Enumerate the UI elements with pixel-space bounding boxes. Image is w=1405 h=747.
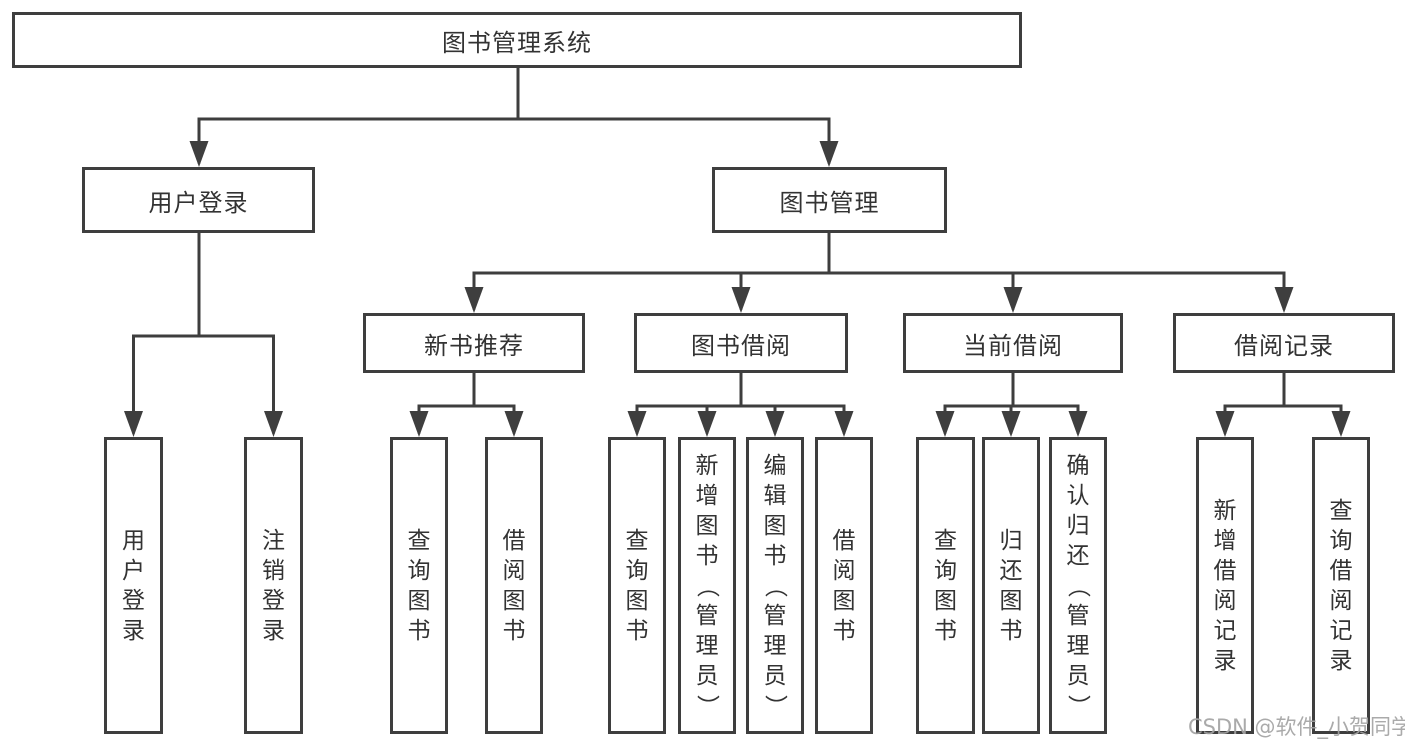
node-book-borrow: 图书借阅 bbox=[634, 313, 848, 373]
node-new-book-recommend: 新书推荐 bbox=[363, 313, 585, 373]
node-label: 归还图书 bbox=[999, 527, 1023, 644]
node-current-borrow: 当前借阅 bbox=[903, 313, 1123, 373]
node-label: 查询借阅记录 bbox=[1329, 497, 1353, 674]
leaf-add-borrow-record: 新增借阅记录 bbox=[1196, 437, 1254, 734]
node-label: 借阅图书 bbox=[832, 527, 856, 644]
node-label: 查询图书 bbox=[934, 527, 957, 644]
node-label: 新增借阅记录 bbox=[1213, 497, 1237, 674]
node-label: 当前借阅 bbox=[963, 331, 1063, 360]
node-label: 查询图书 bbox=[625, 527, 649, 644]
node-label: 图书管理 bbox=[779, 188, 880, 217]
node-label: 图书借阅 bbox=[691, 331, 791, 360]
node-library-system: 图书管理系统 bbox=[12, 12, 1022, 68]
node-borrow-records: 借阅记录 bbox=[1173, 313, 1395, 373]
node-label: 新书推荐 bbox=[424, 331, 524, 360]
csdn-watermark: CSDN @软件_小贺同学 bbox=[1188, 715, 1405, 739]
node-label: 注销登录 bbox=[262, 527, 285, 644]
node-label: 用户登录 bbox=[148, 188, 249, 217]
arrowheads bbox=[124, 141, 1351, 437]
leaf-user-login: 用户登录 bbox=[104, 437, 163, 734]
leaf-query-books-borrow: 查询图书 bbox=[608, 437, 666, 734]
leaf-borrow-books-recommend: 借阅图书 bbox=[485, 437, 543, 734]
node-label: 用户登录 bbox=[122, 527, 145, 644]
leaf-return-book: 归还图书 bbox=[982, 437, 1040, 734]
leaf-edit-book-admin: 编辑图书（管理员） bbox=[746, 437, 804, 734]
leaf-confirm-return-admin: 确认归还（管理员） bbox=[1049, 437, 1107, 734]
node-label: 图书管理系统 bbox=[442, 28, 592, 57]
node-label: 借阅记录 bbox=[1234, 331, 1334, 360]
leaf-logout: 注销登录 bbox=[244, 437, 303, 734]
node-label: 借阅图书 bbox=[502, 527, 526, 644]
node-book-management: 图书管理 bbox=[712, 167, 947, 233]
node-label: 编辑图书（管理员） bbox=[762, 452, 788, 718]
leaf-query-borrow-record: 查询借阅记录 bbox=[1312, 437, 1370, 734]
leaf-query-books-current: 查询图书 bbox=[916, 437, 975, 734]
leaf-query-books-recommend: 查询图书 bbox=[390, 437, 448, 734]
leaf-add-book-admin: 新增图书（管理员） bbox=[678, 437, 736, 734]
leaf-borrow-books: 借阅图书 bbox=[815, 437, 873, 734]
node-label: 查询图书 bbox=[407, 527, 431, 644]
node-user-login: 用户登录 bbox=[82, 167, 315, 233]
node-label: 确认归还（管理员） bbox=[1065, 452, 1091, 718]
node-label: 新增图书（管理员） bbox=[694, 452, 720, 718]
